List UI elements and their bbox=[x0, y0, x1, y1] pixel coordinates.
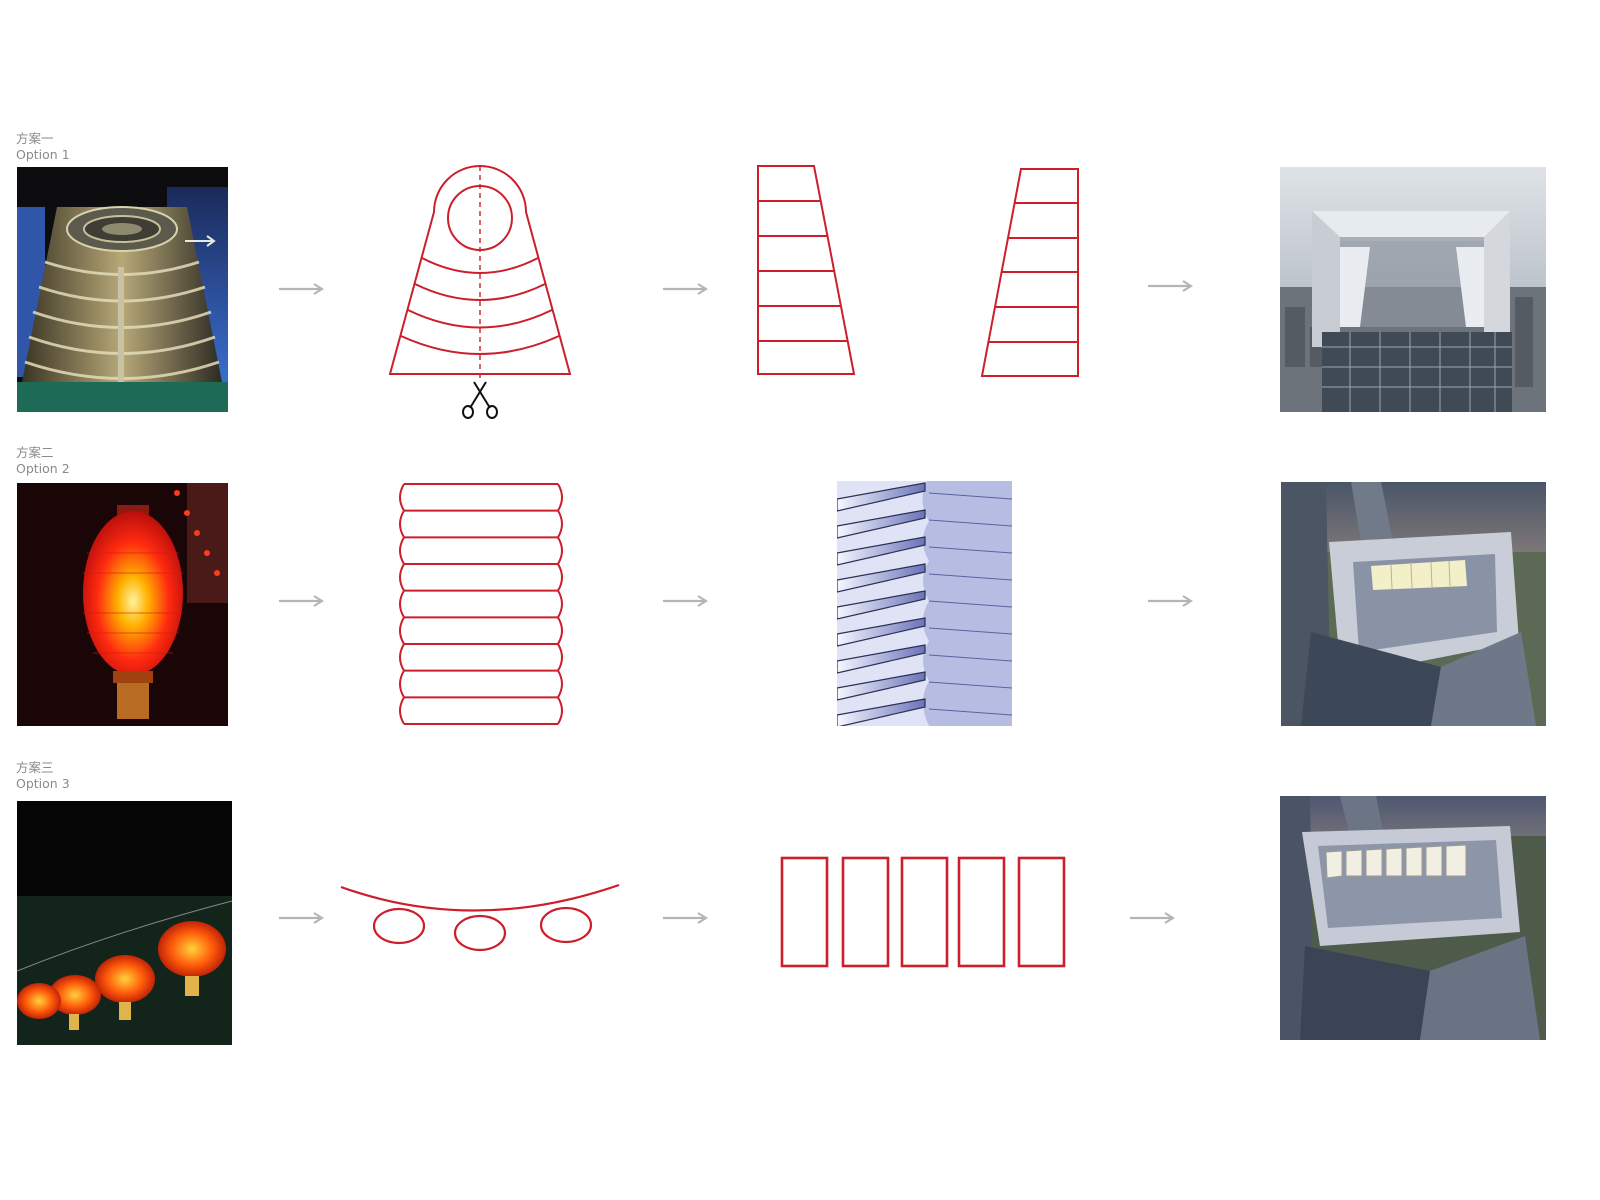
arrow-icon bbox=[663, 595, 708, 607]
louvre-line bbox=[928, 519, 1012, 527]
option-2-label-cn: 方案二 bbox=[16, 445, 54, 460]
arrow-icon bbox=[1130, 912, 1175, 924]
option-2-label-en: Option 2 bbox=[16, 461, 70, 476]
louvre-line bbox=[928, 708, 1012, 716]
tower-render-option-3 bbox=[1280, 796, 1546, 1040]
arrow-icon bbox=[279, 595, 324, 607]
louvre-line bbox=[928, 573, 1012, 581]
tower-render-option-1 bbox=[1280, 167, 1546, 412]
arrow-icon bbox=[1148, 595, 1193, 607]
panel-row-sketch bbox=[780, 856, 1066, 968]
tower-render-option-2 bbox=[1281, 482, 1546, 726]
arrow-icon bbox=[663, 283, 708, 295]
lantern-string-sketch bbox=[340, 883, 620, 952]
lantern-string-photo bbox=[17, 801, 232, 1045]
louvre-line bbox=[928, 627, 1012, 635]
option-3-label-en: Option 3 bbox=[16, 776, 70, 791]
louvre-blade bbox=[837, 536, 926, 566]
arrow-icon bbox=[279, 283, 324, 295]
lens-outline-sketch bbox=[388, 165, 572, 419]
option-3-label-cn: 方案三 bbox=[16, 760, 54, 775]
scalloped-edge bbox=[556, 483, 563, 725]
option-2-label: 方案二 Option 2 bbox=[16, 445, 70, 477]
arrow-icon bbox=[279, 912, 324, 924]
scissors-icon bbox=[462, 381, 498, 419]
louvre-blade bbox=[837, 482, 926, 512]
louvre-blade bbox=[837, 509, 926, 539]
louvre-blade bbox=[837, 590, 926, 620]
arrow-icon bbox=[1148, 280, 1193, 292]
louvre-blade bbox=[837, 698, 926, 726]
louvre-blade bbox=[837, 563, 926, 593]
facade-louvre-photo bbox=[837, 481, 1012, 726]
option-1-label-cn: 方案一 bbox=[16, 131, 54, 146]
louvre-blade bbox=[837, 671, 926, 701]
louvre-line bbox=[928, 546, 1012, 554]
louvre-line bbox=[928, 654, 1012, 662]
louvre-line bbox=[928, 492, 1012, 500]
louvre-line bbox=[928, 600, 1012, 608]
louvre-blade bbox=[837, 644, 926, 674]
red-lantern-photo bbox=[17, 483, 228, 726]
option-1-label: 方案一 Option 1 bbox=[16, 131, 70, 163]
option-1-label-en: Option 1 bbox=[16, 147, 70, 162]
split-halves-sketch bbox=[757, 165, 1079, 377]
louvre-line bbox=[928, 681, 1012, 689]
arrow-icon bbox=[663, 912, 708, 924]
ribbed-lantern-sketch bbox=[399, 483, 563, 725]
louvre-blade bbox=[837, 617, 926, 647]
fresnel-lens-photo bbox=[17, 167, 228, 412]
option-3-label: 方案三 Option 3 bbox=[16, 760, 70, 792]
scalloped-edge bbox=[399, 483, 406, 725]
